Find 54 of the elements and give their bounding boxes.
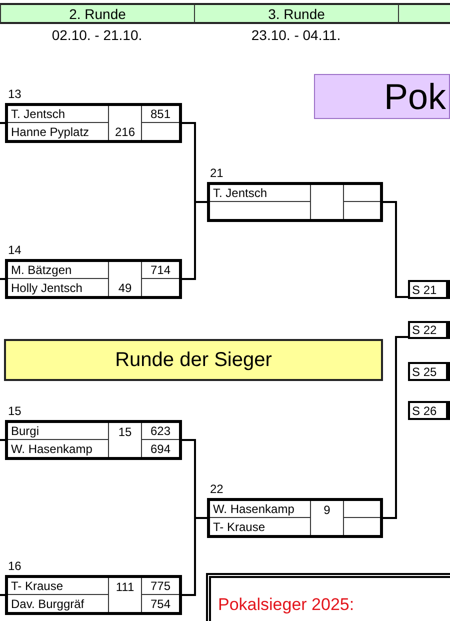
match-number: 22 — [210, 483, 224, 495]
player-name: T- Krause — [8, 578, 109, 595]
number-value: 49 — [109, 279, 142, 296]
match-table — [5, 103, 182, 143]
section-banner: Runde der Sieger — [4, 339, 383, 381]
bracket-line — [0, 439, 5, 441]
number-value: 216 — [109, 123, 142, 140]
player-name: Holly Jentsch — [8, 279, 109, 296]
score: 851 — [142, 106, 179, 123]
player-name: W. Hasenkamp — [210, 501, 311, 518]
match-number: 13 — [8, 88, 22, 100]
winner-slot: S 25 — [408, 362, 450, 381]
title-banner: Pok — [314, 74, 450, 119]
player-name: W. Hasenkamp — [8, 440, 109, 457]
player-name: Burgi — [8, 423, 109, 440]
number-value: 15 — [109, 423, 142, 440]
bracket-line — [0, 594, 5, 596]
match-number: 21 — [210, 167, 224, 179]
round-header: 2. Runde — [0, 3, 194, 24]
score: 623 — [142, 423, 179, 440]
round-header: 3. Runde — [194, 3, 398, 24]
date-range: 02.10. - 21.10. — [52, 28, 142, 42]
match-number: 15 — [8, 405, 22, 417]
match-table — [5, 575, 182, 615]
winner-slot: S 21 — [408, 280, 450, 299]
player-name: M. Bätzgen — [8, 262, 109, 279]
bracket-line — [182, 201, 207, 280]
match-table — [5, 420, 182, 460]
player-name: Dav. Burggräf — [8, 595, 109, 612]
match-number: 14 — [8, 244, 22, 256]
score: 694 — [142, 440, 179, 457]
player-name: T. Jentsch — [210, 185, 311, 202]
match-table — [207, 498, 383, 538]
winner-box: Pokalsieger 2025: — [206, 573, 450, 621]
winner-slot: S 22 — [408, 321, 450, 339]
bracket-line — [182, 517, 207, 596]
number-value: 9 — [311, 501, 344, 518]
player-name: T- Krause — [210, 518, 311, 535]
match-number: 16 — [8, 560, 22, 572]
bracket-line — [383, 336, 408, 519]
player-name: Hanne Pyplatz — [8, 123, 109, 140]
date-range: 23.10. - 04.11. — [251, 28, 341, 42]
score: 754 — [142, 595, 179, 612]
score: 714 — [142, 262, 179, 279]
bracket-line — [0, 122, 5, 124]
number-value: 111 — [109, 578, 142, 595]
score: 775 — [142, 578, 179, 595]
player-name: T. Jentsch — [8, 106, 109, 123]
bracket-line — [383, 201, 408, 298]
bracket-line — [0, 278, 5, 280]
match-table — [5, 259, 182, 299]
round-header — [398, 3, 450, 24]
winner-slot: S 26 — [408, 401, 450, 420]
match-table — [207, 182, 383, 222]
